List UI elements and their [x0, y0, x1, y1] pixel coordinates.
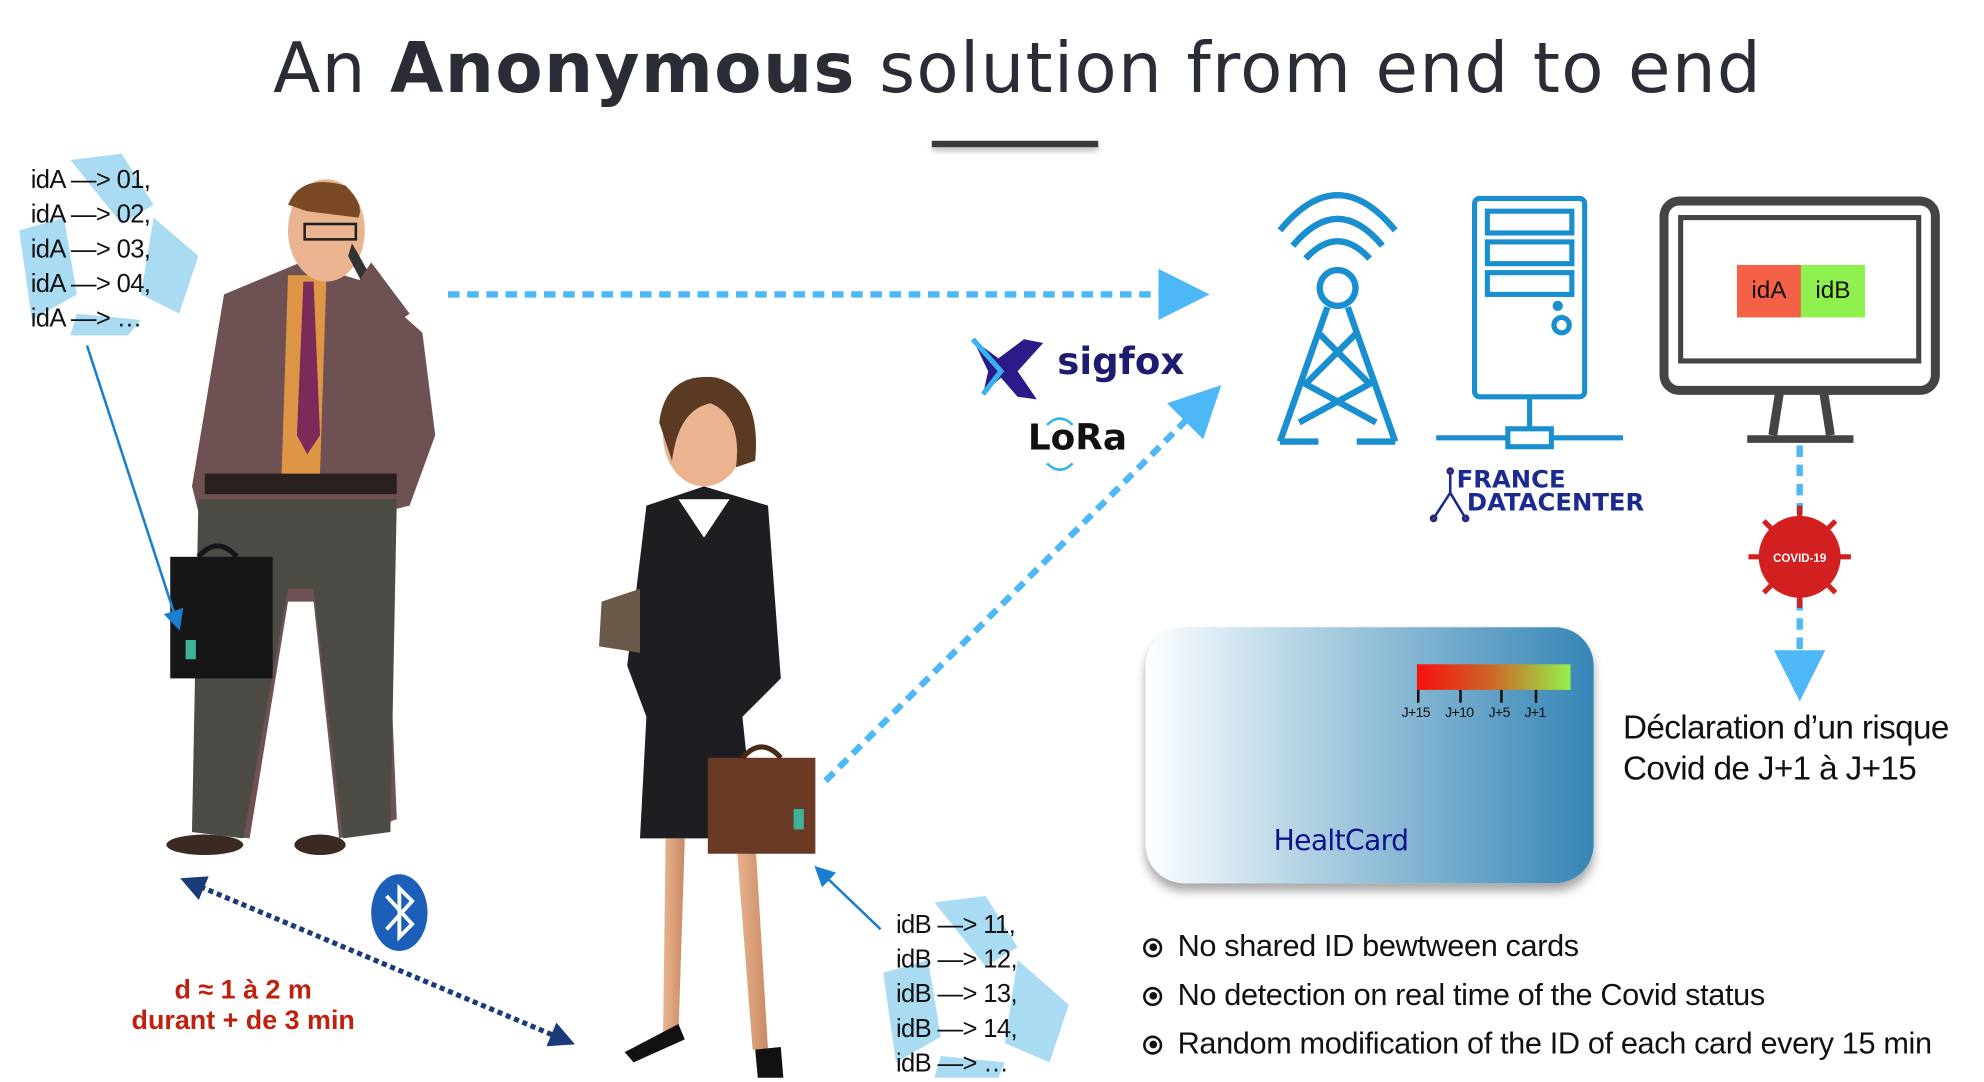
risk-gradient-bar: [1416, 664, 1571, 690]
monitor-id-a: idA: [1736, 264, 1801, 318]
monitor-icon: [1659, 196, 1940, 443]
datacenter-line2: DATACENTER: [1466, 488, 1645, 518]
bullet-icon: [1143, 937, 1163, 957]
feature-item: No shared ID bewtween cards: [1143, 923, 1932, 972]
health-card: J+15 J+10 J+5 J+1 HealtCard: [1145, 627, 1594, 884]
scale-label: J+10: [1445, 705, 1474, 721]
feature-item: No detection on real time of the Covid s…: [1143, 972, 1932, 1021]
recycle-icon-b: [883, 896, 1069, 1078]
monitor-id-b: idB: [1800, 264, 1865, 318]
bullet-icon: [1143, 1034, 1163, 1055]
feature-text: No detection on real time of the Covid s…: [1177, 977, 1766, 1013]
france-datacenter-label: FRANCE DATACENTER: [1456, 465, 1645, 518]
datacenter-line1: FRANCE: [1456, 465, 1566, 495]
feature-list: No shared ID bewtween cards No detection…: [1143, 923, 1932, 1069]
recycle-icon-a: [19, 153, 199, 336]
woman-illustration: [599, 376, 816, 1078]
scale-label: J+5: [1488, 705, 1511, 721]
arrow-woman-to-network: [823, 385, 1222, 784]
scale-tick: [1459, 689, 1462, 703]
feature-text: Random modification of the ID of each ca…: [1177, 1026, 1932, 1062]
france-datacenter-logo-icon: [1429, 467, 1470, 523]
person-a-id-list: idA —> 01, idA —> 02, idA —> 03, idA —> …: [31, 164, 151, 337]
feature-item: Random modification of the ID of each ca…: [1143, 1020, 1932, 1069]
covid-label: COVID-19: [1773, 553, 1826, 565]
pointer-woman-card: [814, 865, 882, 931]
scale-tick: [1534, 689, 1538, 703]
id-entry: idB —> …: [896, 1049, 1009, 1078]
id-entry: idA —> 04,: [30, 270, 151, 299]
covid-virus-icon: [1748, 505, 1851, 608]
id-entry: idA —> 01,: [30, 166, 151, 195]
scale-tick: [1416, 689, 1420, 703]
declaration-line1: Déclaration d’un risque: [1623, 707, 1949, 747]
distance-line: d ≈ 1 à 2 m: [174, 975, 312, 1005]
server-icon: [1436, 195, 1624, 450]
id-entry: idA —> 02,: [30, 200, 151, 230]
id-entry: idB —> 14,: [896, 1015, 1018, 1044]
scale-label: J+1: [1524, 705, 1546, 721]
sigfox-logo-icon: [970, 337, 1044, 400]
duration-line: durant + de 3 min: [131, 1006, 355, 1036]
distance-label: d ≈ 1 à 2 m durant + de 3 min: [102, 975, 384, 1036]
man-illustration: [166, 179, 436, 856]
antenna-tower-icon: [1276, 192, 1399, 445]
title-underline: [931, 140, 1099, 148]
bluetooth-icon: [371, 874, 428, 952]
id-entry: idB —> 13,: [896, 980, 1018, 1009]
id-entry: idB —> 11,: [896, 911, 1016, 940]
card-brand: HealtCard: [1273, 825, 1409, 858]
slide-title: An Anonymous solution from end to end: [273, 28, 1763, 109]
scale-tick: [1500, 689, 1503, 703]
person-b-id-list: idB —> 11, idB —> 12, idB —> 13, idB —> …: [896, 909, 1018, 1082]
id-entry: idA —> 03,: [30, 235, 151, 264]
id-entry: idA —> …: [30, 304, 143, 333]
pointer-man-card: [85, 345, 184, 631]
lora-label: LoRa: [1027, 416, 1128, 459]
lora-signal-icon: [1046, 417, 1074, 472]
feature-text: No shared ID bewtween cards: [1177, 929, 1580, 964]
bullet-icon: [1143, 986, 1163, 1006]
proximity-arrow: [180, 876, 575, 1047]
sigfox-label: sigfox: [1057, 339, 1185, 383]
scale-label: J+15: [1401, 705, 1431, 721]
risk-declaration: Déclaration d’un risque Covid de J+1 à J…: [1623, 707, 1949, 789]
declaration-line2: Covid de J+1 à J+15: [1623, 748, 1917, 788]
id-entry: idB —> 12,: [896, 945, 1018, 975]
